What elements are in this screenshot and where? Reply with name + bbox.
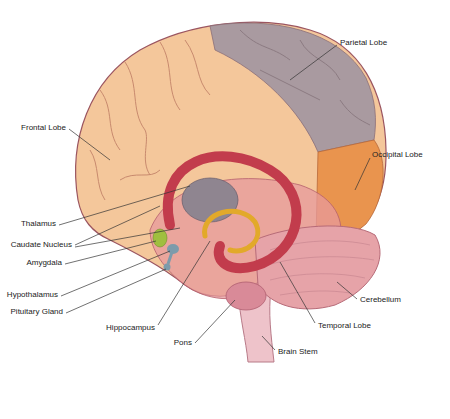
pituitary-gland (168, 252, 172, 264)
gyri (90, 40, 210, 200)
part-label: Cerebellum (360, 295, 401, 305)
part-label: Pituitary Gland (11, 307, 63, 317)
part-label: Caudate Nucleus (11, 240, 72, 250)
hippocampus (205, 211, 258, 251)
part-label: Temporal Lobe (318, 321, 371, 331)
pons (226, 282, 266, 310)
part-label: Brain Stem (278, 347, 318, 357)
part-label: Amygdala (26, 258, 62, 268)
caudate-nucleus (168, 156, 297, 268)
part-label: Hypothalamus (7, 290, 58, 300)
thalamus (182, 178, 238, 222)
part-label: Thalamus (21, 219, 56, 229)
part-label: Pons (174, 338, 192, 348)
part-label: Frontal Lobe (21, 123, 66, 133)
part-label: Parietal Lobe (340, 38, 387, 48)
part-label: Occipital Lobe (372, 150, 423, 160)
part-label: Hippocampus (106, 323, 155, 333)
leader-lines (59, 45, 370, 350)
